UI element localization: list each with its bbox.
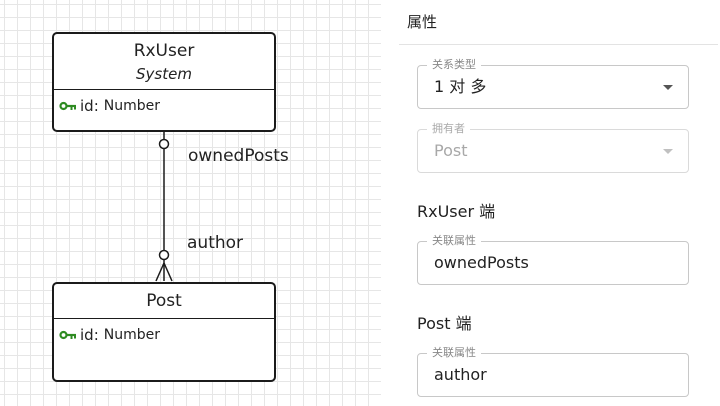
owner-label: 拥有者 [427, 122, 470, 136]
source-property-field[interactable]: 关联属性 ownedPosts [417, 234, 689, 285]
panel-title: 属性 [407, 13, 438, 31]
target-property-value: author [434, 365, 487, 384]
entity-name: Post [146, 291, 182, 311]
attribute-type: Number [103, 98, 160, 114]
chevron-down-icon [663, 149, 673, 154]
relation-type-select[interactable]: 关系类型 1 对 多 [417, 58, 689, 109]
entity-name: RxUser [133, 41, 195, 61]
entity-divider [54, 318, 274, 319]
diagram-canvas[interactable]: ownedPosts author RxUser System id: Numb… [0, 0, 381, 406]
entity-post[interactable]: Post id: Number [52, 282, 276, 382]
panel-divider [399, 44, 718, 45]
entity-divider [54, 89, 274, 90]
owner-select: 拥有者 Post [417, 122, 689, 173]
source-property-value: ownedPosts [434, 253, 529, 272]
many-end-optional-marker [158, 249, 170, 261]
properties-panel: 属性 关系类型 1 对 多 拥有者 Post RxUser 端 关联属性 own… [381, 0, 720, 406]
target-property-field[interactable]: 关联属性 author [417, 346, 689, 397]
relation-target-label: author [187, 233, 244, 253]
attribute-row[interactable]: id: Number [54, 319, 274, 351]
one-end-marker [158, 138, 170, 150]
entity-rxuser[interactable]: RxUser System id: Number [52, 32, 276, 132]
owner-value: Post [434, 141, 468, 160]
entity-stereotype: System [136, 65, 192, 83]
attribute-type: Number [103, 327, 160, 343]
attribute-name: id: [80, 97, 99, 115]
chevron-down-icon [663, 85, 673, 90]
crowfoot-left [155, 262, 165, 282]
source-section-title: RxUser 端 [417, 202, 496, 221]
primary-key-icon [59, 330, 76, 340]
source-property-label: 关联属性 [427, 234, 481, 248]
relation-type-label: 关系类型 [427, 58, 481, 72]
relation-source-label: ownedPosts [188, 146, 289, 166]
attribute-row[interactable]: id: Number [54, 90, 274, 122]
relation-connector[interactable] [0, 0, 381, 406]
attribute-name: id: [80, 326, 99, 344]
crowfoot-right [163, 262, 173, 282]
primary-key-icon [59, 101, 76, 111]
relation-type-value: 1 对 多 [434, 77, 487, 96]
target-property-label: 关联属性 [427, 346, 481, 360]
target-section-title: Post 端 [417, 314, 472, 333]
